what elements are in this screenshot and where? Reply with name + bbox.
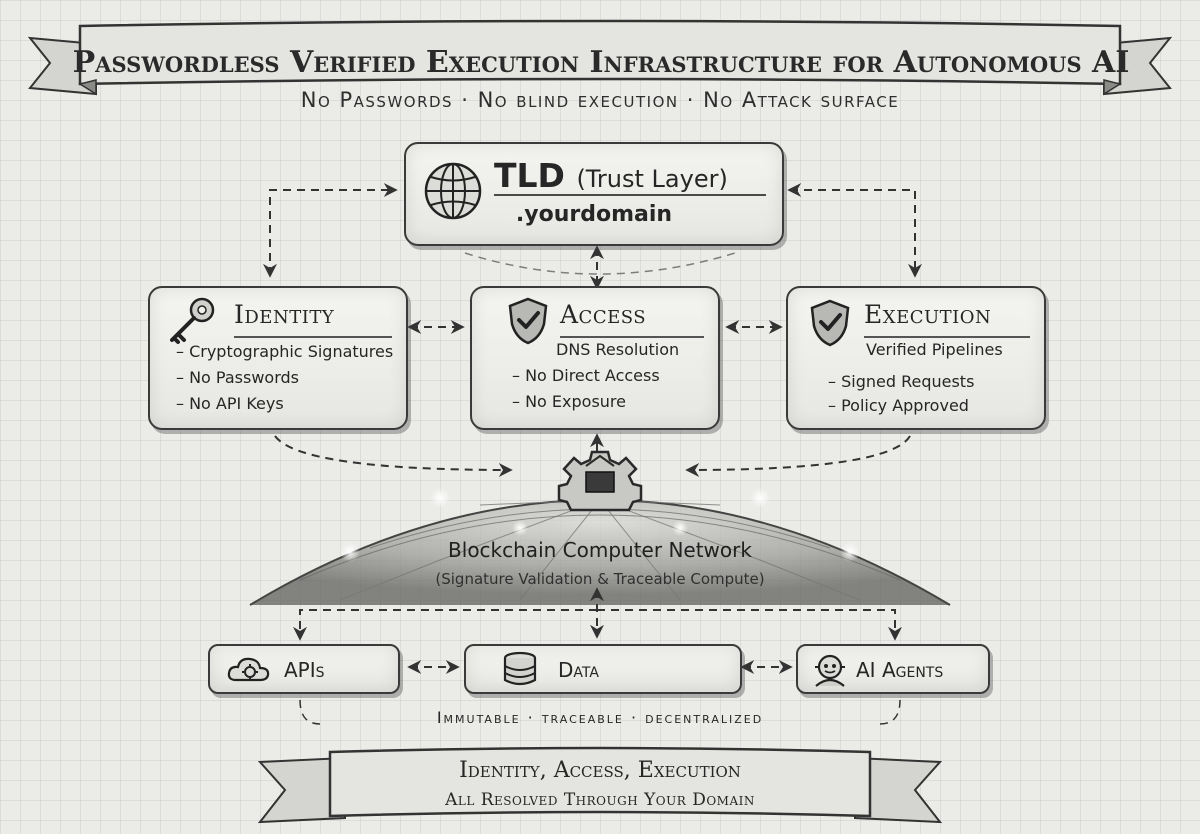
identity-title: Identity [234, 300, 335, 329]
tld-title-text: TLD [494, 156, 565, 195]
execution-title: Execution [864, 300, 992, 329]
globe-icon [424, 162, 482, 220]
execution-card: Execution Verified Pipelines – Signed Re… [786, 286, 1046, 430]
execution-item: – Policy Approved [828, 396, 969, 415]
shield-check-icon [810, 299, 850, 347]
apis-box: APIs [208, 644, 400, 694]
access-divider [560, 336, 704, 338]
database-icon [503, 651, 537, 686]
flow-arrows [263, 183, 922, 725]
page-subtitle: No Passwords · No blind execution · No A… [300, 88, 900, 112]
identity-item: – Cryptographic Signatures [176, 342, 394, 361]
identity-item: – No Passwords [176, 368, 299, 387]
ai-agents-label: AI Agents [856, 658, 944, 682]
data-label: Data [558, 658, 599, 682]
execution-item: Verified Pipelines [866, 340, 1003, 359]
footer-line-2: All Resolved Through Your Domain [445, 790, 755, 810]
access-item: – No Direct Access [512, 366, 660, 385]
key-icon [170, 297, 215, 344]
tld-subtitle: (Trust Layer) [576, 165, 728, 193]
access-card: Access DNS Resolution – No Direct Access… [470, 286, 720, 430]
network-title: Blockchain Computer Network [448, 538, 752, 562]
footer-banner [257, 746, 943, 824]
tld-title: TLD (Trust Layer) [494, 156, 728, 195]
access-title: Access [560, 300, 647, 329]
tld-divider [494, 194, 766, 196]
access-item: – No Exposure [512, 392, 626, 411]
execution-item: – Signed Requests [828, 372, 975, 391]
apis-label: APIs [284, 658, 325, 682]
gear-chip-icon [557, 450, 643, 512]
identity-card: Identity – Cryptographic Signatures – No… [148, 286, 408, 430]
access-item: DNS Resolution [556, 340, 680, 359]
network-properties: Immutable · traceable · decentralized [436, 708, 764, 727]
title-banner [27, 19, 1173, 96]
robot-icon [815, 654, 845, 687]
shield-check-icon [508, 297, 548, 345]
identity-item: – No API Keys [176, 394, 284, 413]
footer-line-1: Identity, Access, Execution [459, 758, 741, 783]
data-box: Data [464, 644, 742, 694]
ai-agents-box: AI Agents [796, 644, 990, 694]
execution-divider [864, 336, 1030, 338]
tld-domain: .yourdomain [515, 202, 673, 227]
identity-divider [234, 336, 392, 338]
network-subtitle: (Signature Validation & Traceable Comput… [435, 570, 765, 588]
cloud-gear-icon [227, 657, 270, 682]
trust-layer-card: TLD (Trust Layer) .yourdomain [404, 142, 784, 246]
page-title: Passwordless Verified Execution Infrastr… [72, 44, 1130, 80]
